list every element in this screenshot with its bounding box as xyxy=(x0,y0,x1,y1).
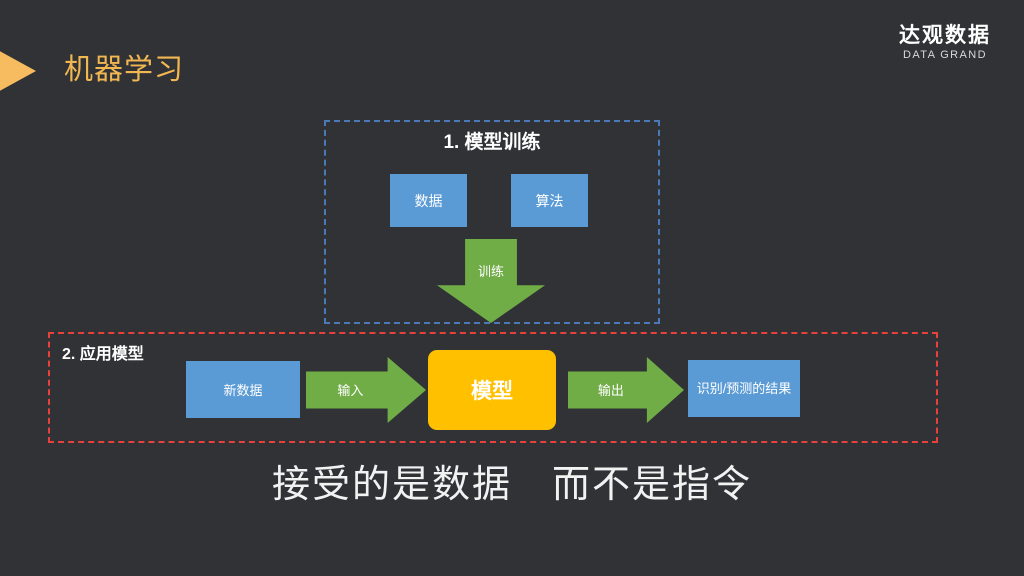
box-data: 数据 xyxy=(390,174,467,227)
arrow-right-output-label: 输出 xyxy=(597,383,624,398)
arrow-right-output: 输出 xyxy=(568,357,684,423)
box-new-data: 新数据 xyxy=(186,361,300,418)
triangle-right-icon xyxy=(0,48,36,94)
training-section-frame xyxy=(324,120,660,324)
application-section-frame xyxy=(48,332,938,443)
arrow-down-training-label: 训练 xyxy=(477,264,504,279)
slide-caption: 接受的是数据 而不是指令 xyxy=(271,464,752,506)
arrow-right-input: 输入 xyxy=(306,357,426,423)
logo-chinese-text: 达观数据 xyxy=(899,24,991,47)
box-result: 识别/预测的结果 xyxy=(688,360,800,417)
brand-logo: 达观数据 DATA GRAND xyxy=(899,24,991,62)
training-section-title: 1. 模型训练 xyxy=(443,132,541,153)
arrow-down-icon xyxy=(437,239,545,323)
box-model: 模型 xyxy=(428,350,556,430)
arrow-right-input-label: 输入 xyxy=(337,383,364,398)
application-section-title: 2. 应用模型 xyxy=(62,346,144,363)
logo-english-text: DATA GRAND xyxy=(903,49,987,61)
arrow-down-training: 训练 xyxy=(437,239,545,323)
page-title: 机器学习 xyxy=(64,54,185,86)
box-algorithm: 算法 xyxy=(511,174,588,227)
